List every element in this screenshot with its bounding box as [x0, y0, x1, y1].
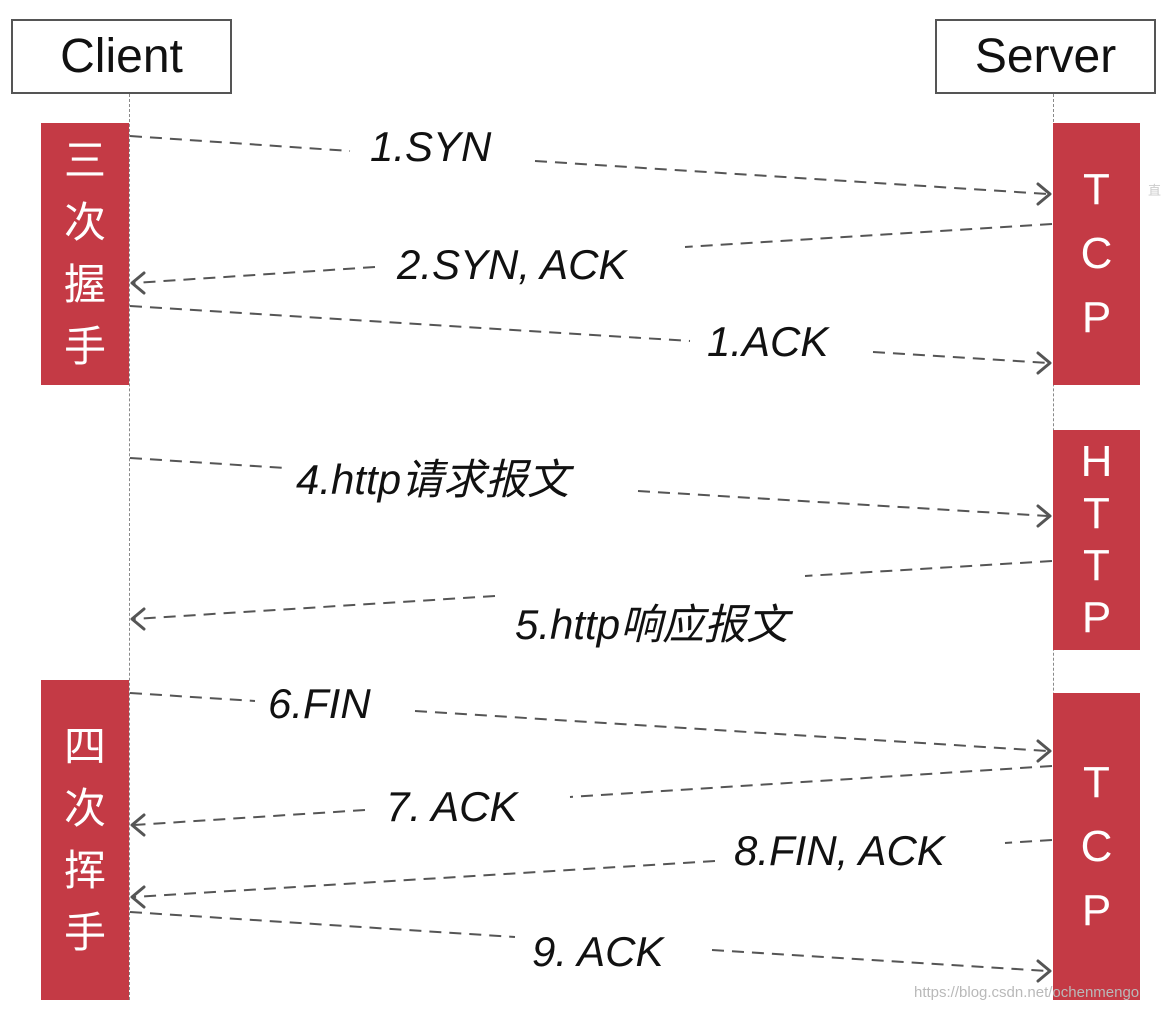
- arrow-3-ack-a: [129, 305, 691, 342]
- arrow-1-syn-b: [534, 160, 1049, 195]
- arrow-2-synack-b: [133, 266, 376, 284]
- server-actor-box: Server: [935, 19, 1156, 94]
- tcp-top-char-1: T: [1083, 165, 1110, 214]
- client-actor-box: Client: [11, 19, 232, 94]
- handshake-char-4: 手: [63, 322, 106, 371]
- http-char-4: P: [1081, 593, 1112, 642]
- arrowhead-2: [130, 271, 146, 295]
- arrow-9-ack-b: [711, 949, 1049, 972]
- message-label-7: 7. ACK: [386, 783, 518, 830]
- arrowhead-6: [1036, 739, 1052, 763]
- wave-char-3: 挥: [63, 846, 106, 895]
- arrow-3-ack-b: [872, 351, 1049, 364]
- client-lifeline: [129, 94, 130, 1000]
- tcp-top-char-3: P: [1081, 293, 1112, 342]
- arrowhead-4: [1036, 504, 1052, 528]
- arrow-7-ack-a: [569, 765, 1053, 798]
- arrowhead-1: [1036, 182, 1052, 206]
- arrow-4-request-a: [129, 457, 286, 469]
- wave-phase-bar: 四 次 挥 手: [41, 680, 129, 1000]
- server-title: Server: [974, 30, 1117, 83]
- edge-mark: 直: [1148, 183, 1162, 198]
- arrow-1-syn-a: [129, 135, 351, 152]
- tcp-bottom-bar: T C P: [1053, 693, 1140, 1000]
- message-label-9: 9. ACK: [532, 928, 664, 975]
- tcp-bottom-char-3: P: [1081, 885, 1112, 935]
- arrow-4-request-b: [637, 490, 1049, 517]
- message-label-6: 6.FIN: [268, 680, 371, 727]
- arrow-7-ack-b: [133, 809, 366, 826]
- message-label-3: 1.ACK: [707, 318, 829, 365]
- tcp-top-char-2: C: [1080, 229, 1113, 278]
- arrow-8-finack-b: [133, 860, 716, 898]
- handshake-char-2: 次: [63, 198, 106, 247]
- arrow-6-fin-a: [129, 692, 256, 702]
- http-bar: H T T P: [1053, 430, 1140, 650]
- arrow-2-synack-a: [684, 223, 1053, 248]
- tcp-bottom-char-1: T: [1083, 757, 1110, 807]
- arrow-9-ack-a: [129, 911, 516, 938]
- wave-char-1: 四: [63, 722, 106, 771]
- http-char-3: T: [1083, 541, 1110, 590]
- arrow-5-response-b: [133, 595, 496, 620]
- message-label-2: 2.SYN, ACK: [397, 241, 627, 288]
- arrowhead-8: [130, 885, 146, 909]
- http-char-1: H: [1080, 437, 1113, 486]
- tcp-top-bar: T C P: [1053, 123, 1140, 385]
- wave-char-4: 手: [63, 908, 106, 957]
- arrow-6-fin-b: [414, 710, 1049, 752]
- arrowhead-3: [1036, 351, 1052, 375]
- handshake-char-3: 握: [63, 260, 106, 309]
- arrowhead-5: [130, 607, 146, 631]
- watermark-text: https://blog.csdn.net/ochenmengo: [914, 984, 1140, 1001]
- message-label-4: 4.http请求报文: [296, 456, 570, 503]
- arrow-5-response-a: [804, 560, 1053, 577]
- arrowhead-9: [1036, 959, 1052, 983]
- arrow-8-finack-a: [1004, 839, 1053, 844]
- message-label-1: 1.SYN: [370, 123, 492, 170]
- message-label-5: 5.http响应报文: [515, 601, 789, 648]
- tcp-bottom-char-2: C: [1080, 821, 1113, 871]
- message-label-8: 8.FIN, ACK: [734, 827, 945, 874]
- handshake-char-1: 三: [63, 136, 106, 185]
- arrowhead-7: [130, 813, 146, 837]
- http-char-2: T: [1083, 489, 1110, 538]
- wave-char-2: 次: [63, 784, 106, 833]
- handshake-phase-bar: 三 次 握 手: [41, 123, 129, 385]
- client-title: Client: [60, 30, 183, 83]
